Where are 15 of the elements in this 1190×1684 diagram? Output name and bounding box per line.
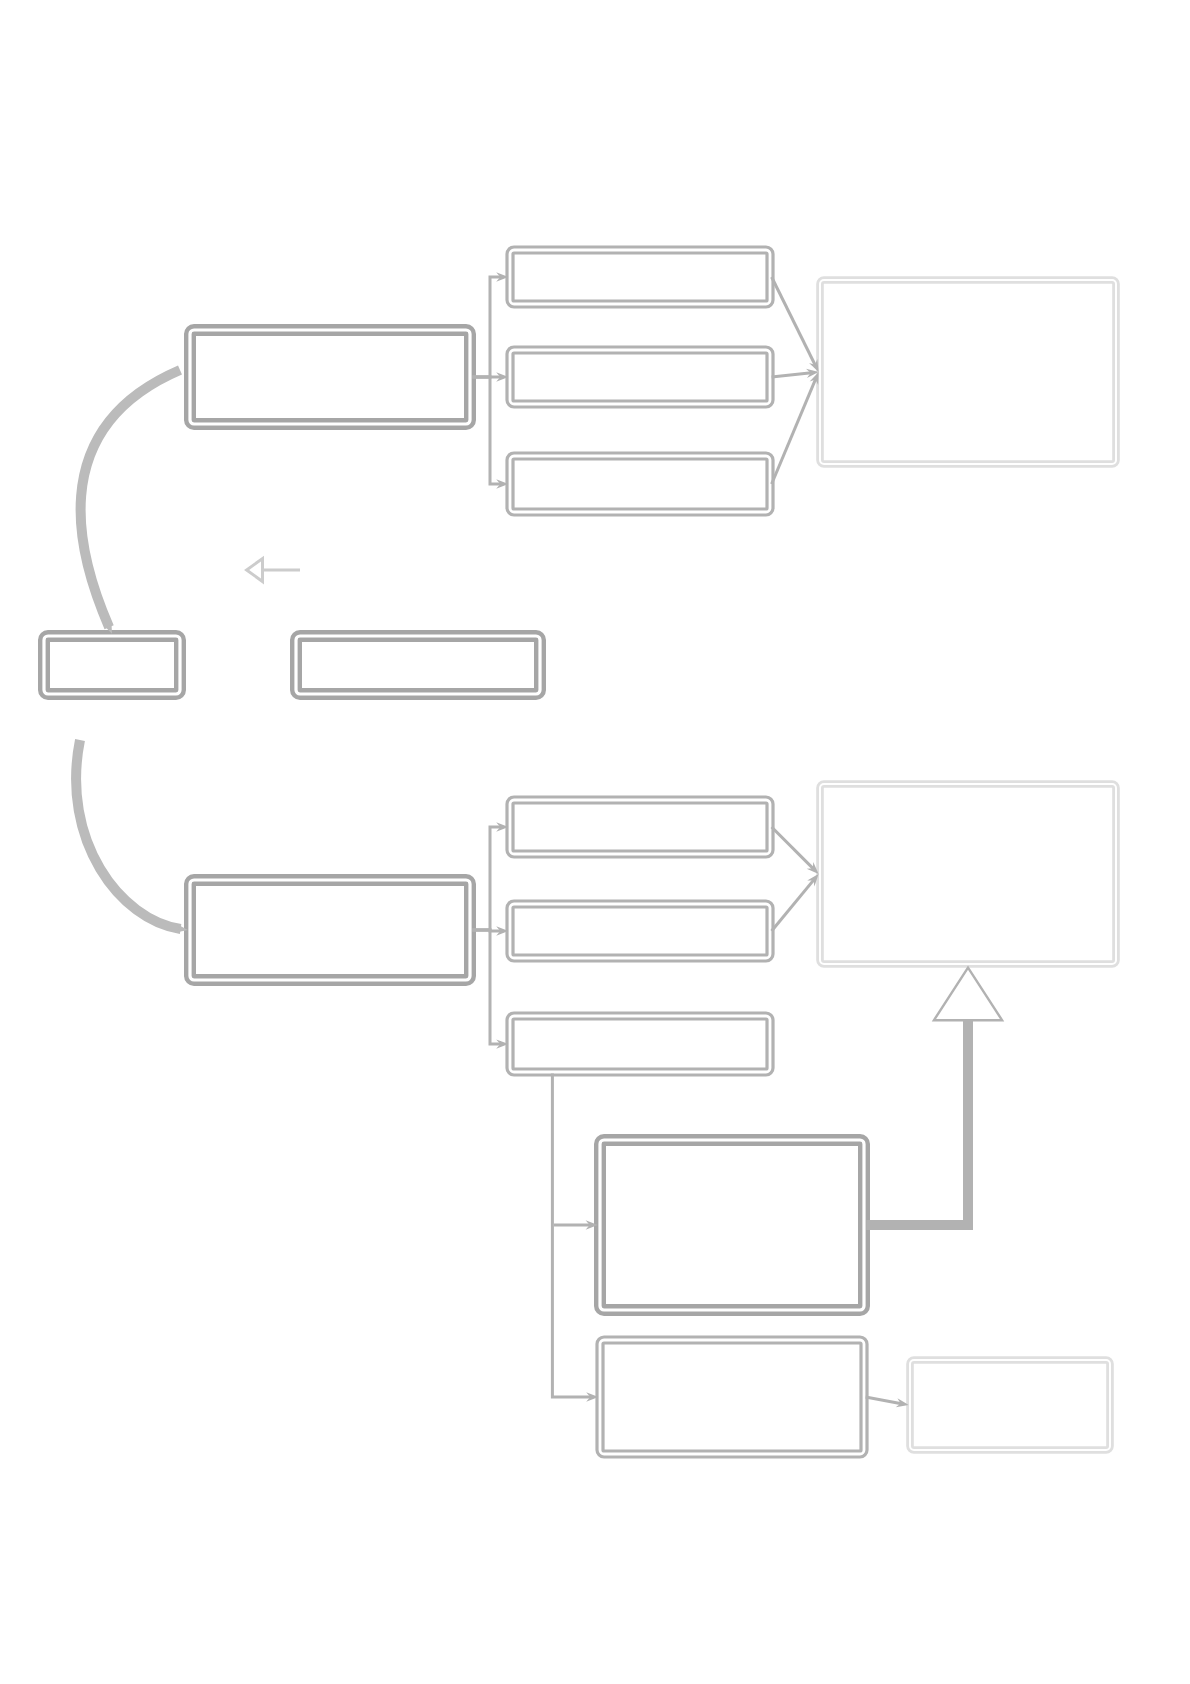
box [290,630,546,700]
box [505,795,775,859]
box [594,1134,870,1316]
box [184,874,476,986]
box [184,324,476,430]
box [816,276,1120,468]
box [38,630,186,700]
box [595,1335,869,1459]
box [505,345,775,409]
box [816,780,1120,968]
box [505,245,775,309]
box [505,899,775,963]
box [505,451,775,517]
box [505,1011,775,1077]
box [906,1356,1114,1454]
